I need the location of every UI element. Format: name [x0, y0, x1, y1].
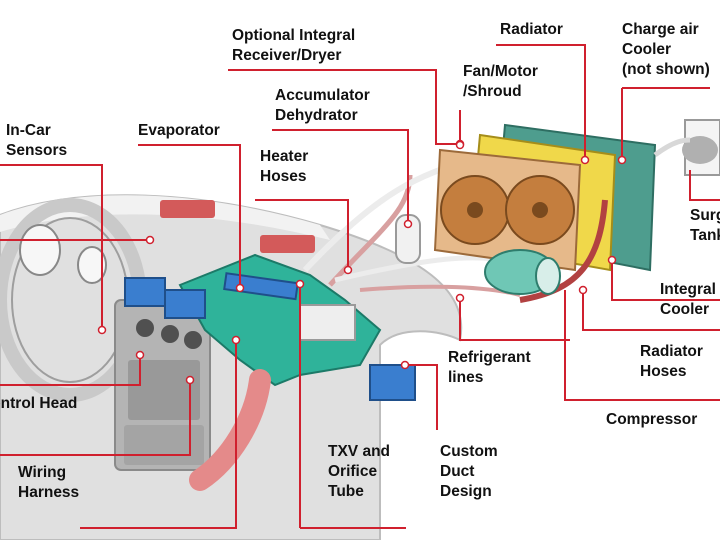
- label-optional-receiver: Optional Integral Receiver/Dryer: [232, 27, 356, 64]
- label-control-head: Control Head: [0, 395, 78, 412]
- leader-dots: [97, 139, 627, 385]
- label-radiator: Radiator: [500, 21, 563, 38]
- floor-heater-duct: [189, 369, 271, 491]
- label-fan-motor-shroud: Fan/Motor /Shroud: [463, 63, 538, 100]
- gauge-cluster: [19, 224, 107, 284]
- leader-lines: [0, 44, 720, 529]
- radiator-assembly: [433, 123, 657, 272]
- defroster-slots: [160, 200, 315, 253]
- evaporator-core: [223, 272, 299, 301]
- label-heater-hoses: Heater Hoses: [260, 148, 309, 185]
- label-radiator-hoses: Radiator Hoses: [640, 343, 703, 380]
- label-custom-duct: Custom Duct Design: [440, 443, 498, 500]
- label-surge-tank: Surge Tank: [690, 207, 720, 244]
- radiator-hose: [519, 199, 608, 303]
- label-wiring-harness: Wiring Harness: [18, 464, 80, 501]
- label-evaporator: Evaporator: [138, 122, 220, 139]
- label-txv-orifice: TXV and Orifice Tube: [328, 443, 391, 500]
- label-charge-air-cooler: Charge air Cooler (not shown): [622, 21, 710, 78]
- label-accumulator: Accumulator Dehydrator: [275, 87, 370, 124]
- surge-tank: [682, 119, 720, 176]
- label-refrigerant-lines: Refrigerant lines: [448, 349, 531, 386]
- label-compressor: Compressor: [606, 411, 698, 428]
- label-integral-cooler: Integral Cooler: [660, 281, 716, 318]
- compressor-unit: [484, 249, 561, 295]
- air-vents: [124, 277, 416, 401]
- hose-to-tank: [653, 137, 691, 158]
- label-incar-sensors: In-Car Sensors: [6, 122, 68, 159]
